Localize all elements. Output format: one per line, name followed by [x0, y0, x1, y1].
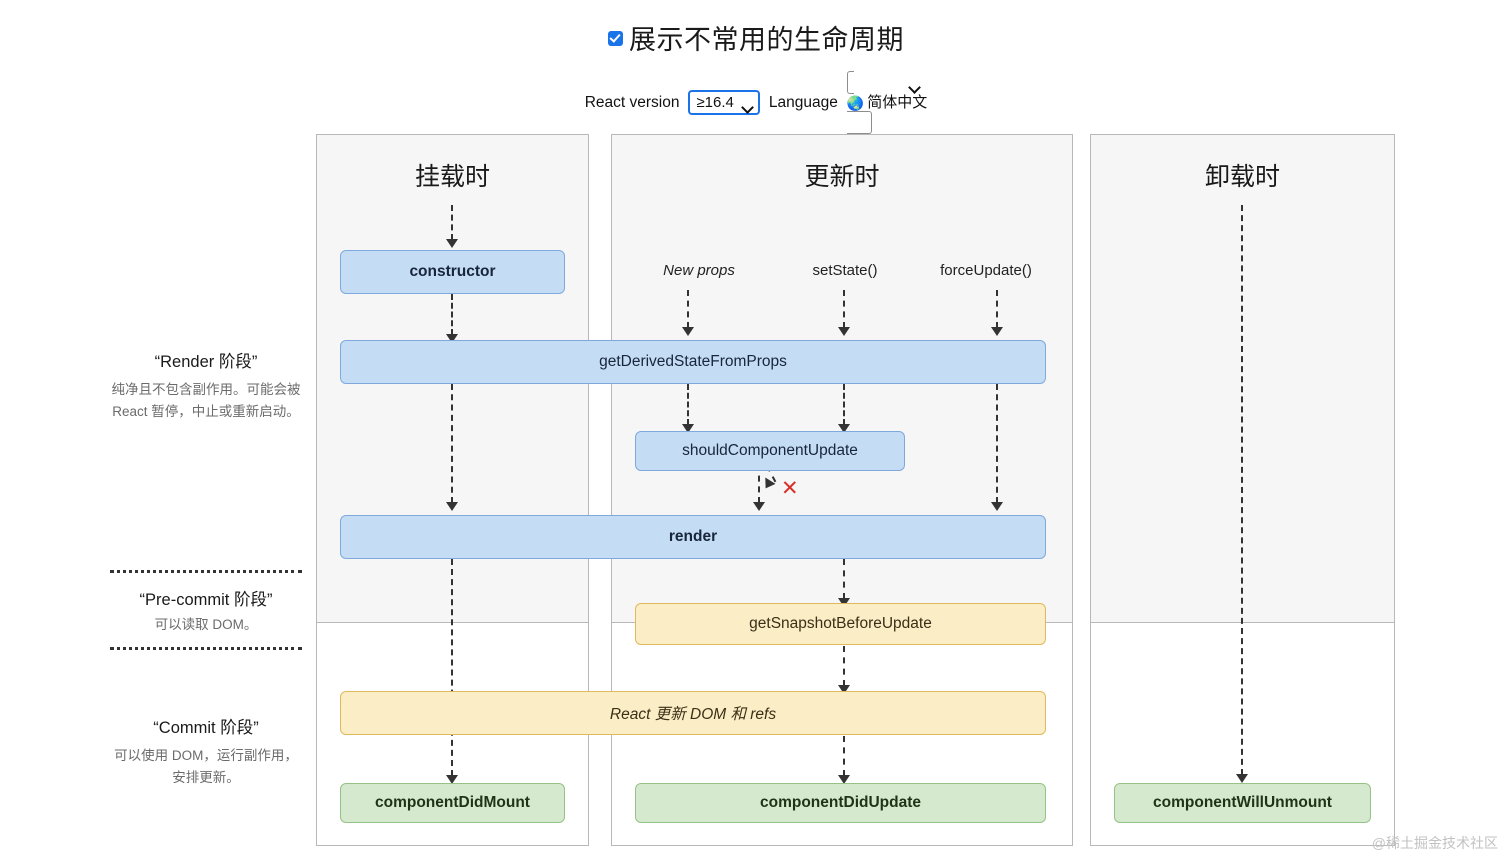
column-unmounting-title: 卸载时	[1204, 163, 1280, 191]
legend-pre-commit-title: “Pre-commit 阶段”	[139, 591, 273, 609]
box-component-will-unmount[interactable]: componentWillUnmount	[1114, 783, 1371, 823]
box-should-component-update[interactable]: shouldComponentUpdate	[635, 431, 905, 471]
skip-render-x-icon: ✕	[781, 476, 799, 500]
arrow-head-mount-to-constructor	[446, 239, 458, 248]
box-component-did-mount[interactable]: componentDidMount	[340, 783, 565, 823]
react-version-label: React version	[584, 94, 680, 111]
arrow-line-gdsfp-to-scu-left	[687, 384, 689, 425]
trigger-force-update: forceUpdate()	[940, 262, 1032, 279]
column-updating: 更新时	[611, 134, 1073, 846]
arrow-head-set-state	[838, 327, 850, 336]
box-react-updates-dom-and-refs[interactable]: React 更新 DOM 和 refs	[340, 691, 1046, 735]
box-get-snapshot-before-update[interactable]: getSnapshotBeforeUpdate	[635, 603, 1046, 645]
legend-commit-title: “Commit 阶段”	[153, 719, 259, 737]
language-select-value: 简体中文	[867, 94, 928, 111]
legend-render-title: “Render 阶段”	[154, 353, 258, 371]
arrow-line-snapshot-to-dom-update	[843, 646, 845, 686]
arrow-head-force-update	[991, 327, 1003, 336]
arrow-line-scu-to-render	[758, 465, 760, 503]
legend-render-body: 纯净且不包含副作用。可能会被 React 暂停，中止或重新启动。	[111, 382, 301, 419]
arrow-head-snapshot-to-dom-update	[838, 685, 850, 694]
page-title: 展示不常用的生命周期	[629, 25, 904, 55]
arrow-line-force-update-bypass	[996, 384, 998, 503]
arrow-head-dom-update-to-did-update	[838, 775, 850, 784]
show-less-common-lifecycles-checkbox[interactable]	[608, 31, 623, 46]
box-component-did-update[interactable]: componentDidUpdate	[635, 783, 1046, 823]
trigger-set-state: setState()	[812, 262, 878, 279]
arrow-head-gdsfp-to-scu-left	[682, 424, 694, 433]
language-select[interactable]: 🌏 简体中文	[846, 71, 928, 134]
arrow-head-constructor-to-gdsfp	[446, 334, 458, 343]
arrow-head-unmount-to-will-unmount	[1236, 774, 1248, 783]
controls-row: React version ≥16.4 Language 🌏 简体中文	[0, 71, 1512, 134]
legend-render-phase: “Render 阶段” 纯净且不包含副作用。可能会被 React 暂停，中止或重…	[110, 348, 302, 423]
arrow-head-new-props	[682, 327, 694, 336]
arrow-line-unmount-to-will-unmount	[1241, 205, 1243, 775]
arrow-head-render-to-did-mount	[446, 775, 458, 784]
arrow-line-dom-update-to-did-update	[843, 736, 845, 776]
legend-pre-commit-body: 可以读取 DOM。	[154, 617, 258, 632]
arrow-head-gdsfp-to-scu-right	[838, 424, 850, 433]
box-constructor[interactable]: constructor	[340, 250, 565, 294]
arrow-line-mount-to-constructor	[451, 205, 453, 240]
arrow-head-render-to-snapshot	[838, 598, 850, 607]
language-label: Language	[768, 94, 838, 111]
arrow-line-gdsfp-to-scu-right	[843, 384, 845, 425]
arrow-head-scu-to-render	[753, 502, 765, 511]
box-render[interactable]: render	[340, 515, 1046, 559]
box-get-derived-state-from-props[interactable]: getDerivedStateFromProps	[340, 340, 1046, 384]
language-select-wrap[interactable]: 🌏 简体中文	[846, 71, 928, 134]
legend-pre-commit-phase: “Pre-commit 阶段” 可以读取 DOM。	[110, 570, 302, 650]
react-version-select[interactable]: ≥16.4	[688, 90, 760, 115]
legend-commit-body: 可以使用 DOM，运行副作用，安排更新。	[114, 748, 298, 785]
page-title-row: 展示不常用的生命周期	[0, 18, 1512, 57]
column-updating-title: 更新时	[804, 163, 880, 191]
column-mounting-title: 挂载时	[414, 163, 490, 191]
react-version-select-wrap[interactable]: ≥16.4	[688, 90, 760, 115]
arrow-head-force-update-bypass	[991, 502, 1003, 511]
watermark: @稀土掘金技术社区	[1371, 835, 1498, 851]
arrow-line-constructor-to-gdsfp	[451, 294, 453, 335]
arrow-line-set-state	[843, 290, 845, 328]
trigger-new-props: New props	[663, 262, 735, 279]
legend-commit-phase: “Commit 阶段” 可以使用 DOM，运行副作用，安排更新。	[110, 714, 302, 789]
arrow-head-gdsfp-to-render-mount	[446, 502, 458, 511]
arrow-line-render-to-snapshot	[843, 559, 845, 599]
arrow-line-render-to-did-mount	[451, 559, 453, 776]
globe-icon: 🌏	[846, 95, 865, 111]
arrow-line-gdsfp-to-render-mount	[451, 384, 453, 503]
arrow-line-force-update	[996, 290, 998, 328]
arrow-line-new-props	[687, 290, 689, 328]
